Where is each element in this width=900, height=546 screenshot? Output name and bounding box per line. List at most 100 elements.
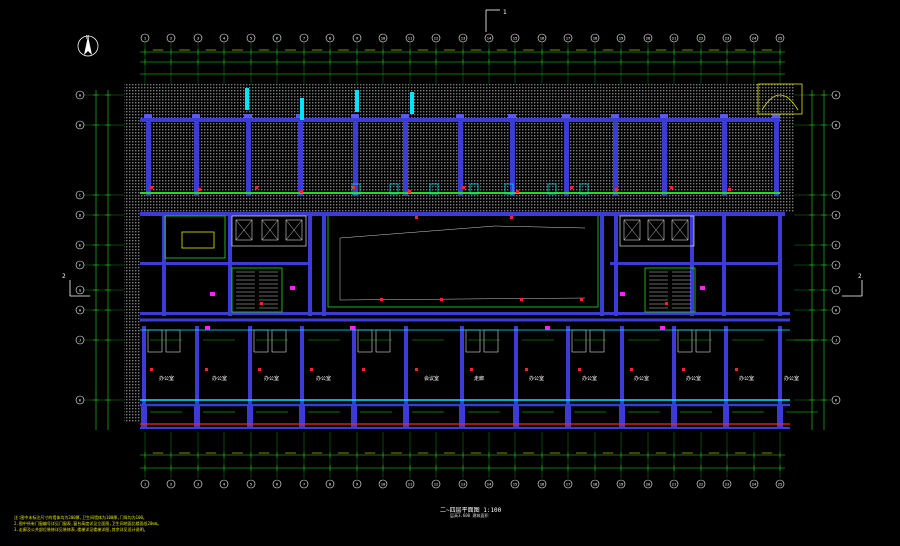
core-wall-v: [614, 212, 618, 316]
grid-bubble-label: 23: [725, 36, 730, 41]
grid-bubble-label: 11: [408, 36, 413, 41]
room-label: 办公室: [582, 376, 598, 382]
grid-bubble-label: A: [79, 93, 82, 98]
core-wall: [325, 212, 600, 216]
room-label: 办公室: [529, 376, 545, 382]
grid-bubble: [405, 479, 415, 489]
left-hatched-strip: [124, 212, 140, 422]
office-wall-lower: [777, 405, 783, 429]
column-wall: [458, 118, 463, 196]
grid-bubble: [510, 33, 520, 43]
red-marker: [255, 186, 258, 189]
upper-beam: [140, 118, 780, 122]
core-wall-v: [308, 212, 312, 316]
office-wall: [248, 326, 252, 406]
red-marker: [630, 368, 633, 371]
north-label: N: [86, 35, 90, 41]
grid-bubble: [831, 210, 841, 220]
restroom-box: [571, 329, 587, 353]
red-marker: [580, 298, 583, 301]
column-wall: [353, 118, 358, 196]
grid-bubble: [193, 479, 203, 489]
grid-bubble-label: J: [835, 338, 837, 343]
grid-bubble-label: 10: [381, 36, 386, 41]
grid-bubble-label: 14: [487, 36, 492, 41]
grid-bubble: [643, 33, 653, 43]
upper-detail: [355, 90, 359, 112]
magenta-marker: [660, 326, 665, 330]
column-wall: [564, 118, 569, 196]
grid-bubble: [75, 90, 85, 100]
north-arrow-icon: [77, 35, 99, 57]
grid-bubble-label: 2: [170, 482, 172, 487]
grid-bubble: [722, 33, 732, 43]
office-wall: [724, 326, 728, 406]
office-wall-lower: [141, 405, 147, 429]
room-label: 会议室: [424, 376, 440, 382]
core-wall-v: [722, 212, 726, 316]
grid-bubble: [749, 33, 759, 43]
cyan-fixture: [351, 183, 361, 195]
room-label: 办公室: [264, 376, 280, 382]
grid-bubble-label: F: [79, 263, 82, 268]
cyan-fixture: [389, 183, 399, 195]
office-wall: [142, 326, 146, 406]
grid-bubble-label: 9: [356, 36, 359, 41]
cyan-fixture: [547, 183, 557, 195]
red-marker: [260, 302, 263, 305]
grid-bubble-label: 1: [144, 482, 147, 487]
grid-bubble: [563, 33, 573, 43]
upper-detail: [410, 92, 414, 114]
restroom-box: [589, 329, 605, 353]
grid-bubble-label: H: [79, 308, 82, 313]
red-marker: [198, 188, 201, 191]
top-right-arc-feature: [757, 83, 803, 115]
fixture-symbols: [150, 183, 818, 413]
core-wall: [140, 312, 790, 315]
grid-bubble-label: 17: [566, 482, 571, 487]
drawing-title: 二~四层平面图 1:100: [440, 507, 502, 514]
room-label: 办公室: [212, 376, 228, 382]
section-mark-top: [485, 9, 500, 32]
red-marker: [310, 368, 313, 371]
section-mark-right-label: 2: [858, 273, 862, 280]
section-mark-left-label: 2: [62, 273, 66, 280]
grid-bubble-label: 18: [593, 482, 598, 487]
grid-bubble: [831, 285, 841, 295]
cyan-fixture: [579, 183, 589, 195]
grid-bubble-label: 15: [513, 36, 518, 41]
grid-bubble: [537, 479, 547, 489]
magenta-marker: [620, 292, 625, 296]
grid-bubble: [75, 285, 85, 295]
grid-bubble: [352, 479, 362, 489]
red-marker: [670, 186, 673, 189]
grid-bubble-label: 3: [197, 482, 199, 487]
grid-bubble: [325, 479, 335, 489]
grid-axis-bubbles: 1122334455667788991010111112121313141415…: [75, 33, 841, 489]
office-wall-lower: [513, 405, 519, 429]
note-line-2: 2.图中所有门窗编号详见门窗表,窗台高度详见立面图,卫生间地面比楼面低20mm。: [14, 521, 162, 526]
column-wall: [194, 118, 199, 196]
grid-bubble-label: 15: [513, 482, 518, 487]
office-wall: [195, 326, 199, 406]
office-wall-lower: [619, 405, 625, 429]
red-marker: [682, 368, 685, 371]
drawing-scale-note: 层高3.600 建筑面积: [450, 513, 489, 518]
red-marker: [570, 186, 573, 189]
stair-right: [644, 267, 696, 313]
grid-bubble-label: 10: [381, 482, 386, 487]
office-wall-lower: [194, 405, 200, 429]
red-marker: [516, 190, 519, 193]
grid-bubble-label: 22: [699, 482, 704, 487]
magenta-marker: [350, 326, 355, 330]
grid-bubble-label: 4: [223, 36, 226, 41]
grid-bubble-label: 5: [250, 36, 252, 41]
grid-bubble-label: 11: [408, 482, 413, 487]
grid-bubble-label: 7: [303, 36, 305, 41]
column-wall: [246, 118, 251, 196]
grid-bubble-label: K: [79, 398, 82, 403]
red-marker: [352, 186, 355, 189]
grid-bubble-label: 25: [778, 482, 783, 487]
dimension-lines: [84, 42, 832, 478]
restroom-box: [677, 329, 693, 353]
